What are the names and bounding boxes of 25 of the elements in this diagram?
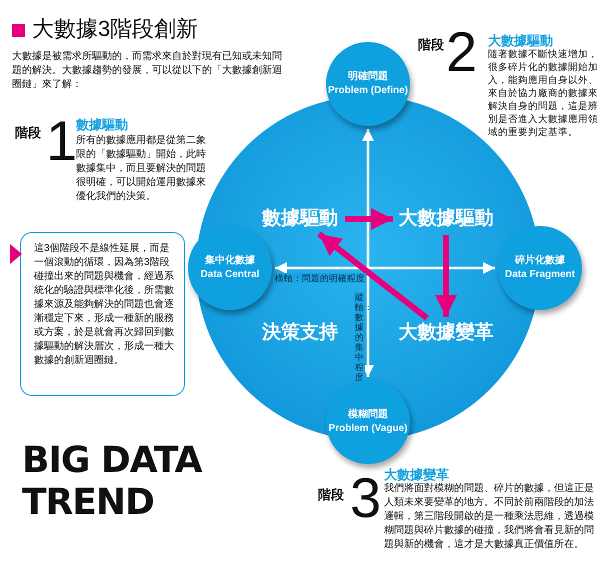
headline: BIG DATA TREND (22, 440, 204, 524)
axis-end-circle: 明確問題 Problem (Define) (326, 42, 410, 126)
note-box: 這3個階段不是線性延展，而是一個滾動的循環，因為第3階段碰撞出來的問題與機會，經過系統化的驗證與標準化後，所需數據來源及能夠解決的問題也會逐漸穩定下來，形成一種新的服務或方案，於是就會再次歸回到數據驅動的解決層次，形成一種大數據的創新迴圈鏈。 (20, 232, 185, 396)
quadrant-label: 大數據變革 (396, 320, 496, 346)
intro-paragraph: 大數據是被需求所驅動的，而需求來自於對現有已知或未知問題的解決。大數據趨勢的發展，可以從以下的「大數據創新迴圈鏈」來了解： (12, 50, 283, 92)
arrow (435, 235, 457, 317)
quadrant-label: 決策支持 (258, 320, 342, 346)
stage-label: 階段 (15, 124, 41, 142)
stage-description: 所有的數據應用都是從第二象限的「數據驅動」開始，此時數據集中，而且要解決的問題很明確，可以開始運用數據來優化我們的決策。 (76, 134, 207, 204)
stage-description: 隨著數據不斷快速增加，很多碎片化的數據開始加入，能夠應用自身以外、來自於協力廠商的數據來解決自身的問題，這是辨別是否進入大數據應用領域的重要判定基準。 (488, 48, 598, 139)
stage-label: 階段 (318, 486, 344, 504)
quadrant-label: 大數據驅動 (396, 206, 496, 232)
arrow (317, 231, 429, 321)
stage-heading: 大數據驅動 (488, 32, 553, 49)
stage-heading: 大數據變革 (384, 466, 449, 482)
arrow (345, 208, 393, 230)
edge-label: 橫軸：問題的明確程度 (274, 273, 366, 283)
double-arrow (362, 129, 374, 377)
stage-number: 3 (350, 470, 382, 526)
stage-description: 我們將面對模糊的問題、碎片的數據，但這正是人類未來要變革的地方。不同於前兩階段的加法邏輯，第三階段開啟的是一種乘法思維，透過模糊問題與碎片數據的碰撞，我們將會看見新的問題與新的機會，這才是大數據真正價值所在。 (384, 482, 595, 552)
stage-heading: 數據驅動 (76, 116, 128, 134)
title: 大數據3階段創新 (32, 15, 198, 43)
double-arrow (275, 262, 495, 274)
stage-label: 階段 (418, 36, 444, 54)
stage-number: 2 (446, 24, 478, 80)
